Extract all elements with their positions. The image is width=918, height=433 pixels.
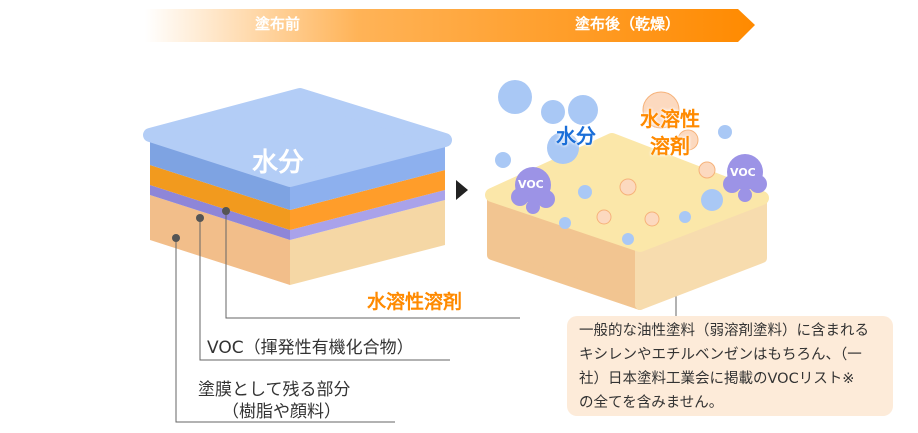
arrow-banner xyxy=(145,9,755,42)
film-sublabel: （樹脂や顔料） xyxy=(222,402,341,422)
film-label: 塗膜として残る部分 xyxy=(198,380,351,400)
note-line: 社）日本塗料工業会に掲載のVOCリスト※ xyxy=(579,371,855,387)
note-line: キシレンやエチルベンゼンはもちろん、（一 xyxy=(579,347,862,363)
solvent-bubble-label-2: 溶剤 xyxy=(650,134,690,158)
note-box: 一般的な油性塗料（弱溶剤塗料）に含まれる キシレンやエチルベンゼンはもちろん、（… xyxy=(567,316,893,416)
water-label: 水分 xyxy=(252,148,305,178)
solvent-label: 水溶性溶剤 xyxy=(367,291,463,313)
note-line: 一般的な油性塗料（弱溶剤塗料）に含まれる xyxy=(579,323,869,339)
voc-bubble-left: VOC xyxy=(518,178,544,191)
header-before: 塗布前 xyxy=(255,15,301,33)
voc-label: VOC（揮発性有機化合物） xyxy=(207,338,414,358)
dried-cube xyxy=(485,80,769,310)
water-bubble-label: 水分 xyxy=(556,124,596,148)
voc-bubble-right: VOC xyxy=(730,166,756,179)
arrow-right-icon xyxy=(456,180,468,200)
note-line: の全てを含みません。 xyxy=(579,395,724,411)
layered-cube xyxy=(143,88,452,285)
solvent-bubble-label-1: 水溶性 xyxy=(640,107,700,131)
header-after: 塗布後（乾燥） xyxy=(575,15,681,33)
